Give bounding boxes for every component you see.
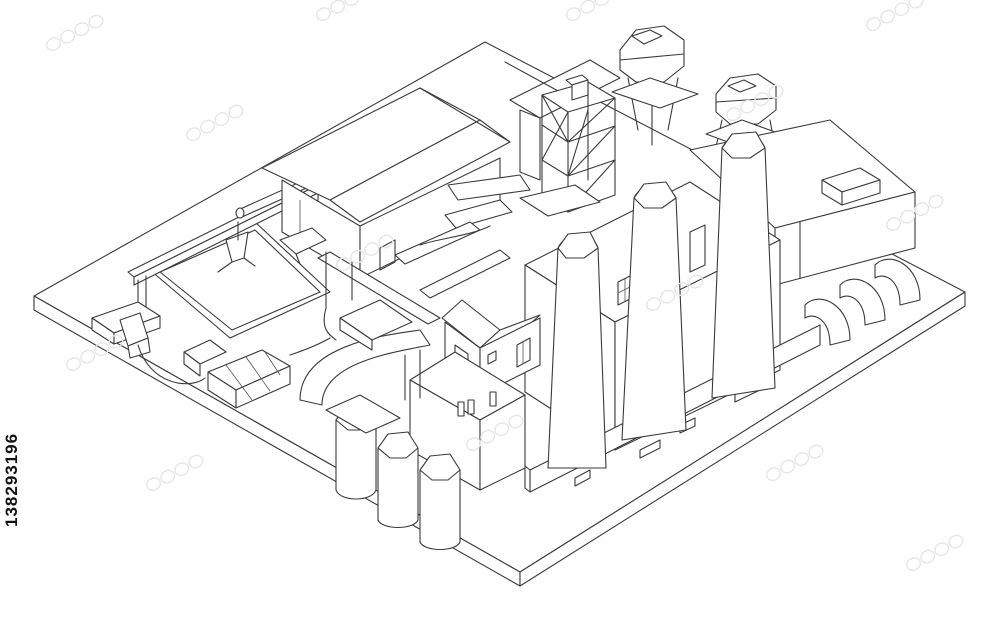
conveyor-ramps — [394, 174, 531, 299]
smokestack-2 — [621, 181, 687, 441]
water-tower-1 — [611, 25, 699, 146]
watermark-mark — [906, 534, 964, 572]
silo-2 — [377, 431, 419, 529]
watermark-mark — [646, 274, 704, 312]
watermark-mark — [46, 14, 104, 52]
crate-stack-left — [91, 301, 161, 359]
watermark-mark — [866, 0, 924, 32]
curved-walkway — [299, 329, 431, 406]
watermark-mark — [886, 194, 944, 232]
silo-3 — [419, 453, 461, 551]
watermark-mark — [146, 454, 204, 492]
front-ledge — [325, 394, 401, 434]
watermark-pattern — [46, 0, 964, 572]
watermark-mark — [466, 414, 524, 452]
smokestack-1 — [547, 231, 607, 469]
right-building — [689, 119, 916, 286]
watermark-mark — [316, 0, 360, 22]
front-low-building — [404, 349, 526, 491]
watermark-mark — [566, 0, 610, 22]
watermark-mark — [726, 84, 784, 122]
ground-cable — [137, 337, 331, 385]
stock-image-id: 138293196 — [2, 432, 21, 528]
center-crane-arm — [279, 227, 441, 351]
lattice-tower — [519, 74, 616, 217]
smokestack-3 — [711, 131, 776, 399]
watermark-mark — [766, 444, 824, 482]
fan-units — [804, 258, 921, 346]
watermark-mark — [66, 334, 124, 372]
crate-stack-center — [183, 339, 291, 409]
watermark-mark — [186, 104, 244, 142]
watermark-mark — [336, 234, 394, 272]
